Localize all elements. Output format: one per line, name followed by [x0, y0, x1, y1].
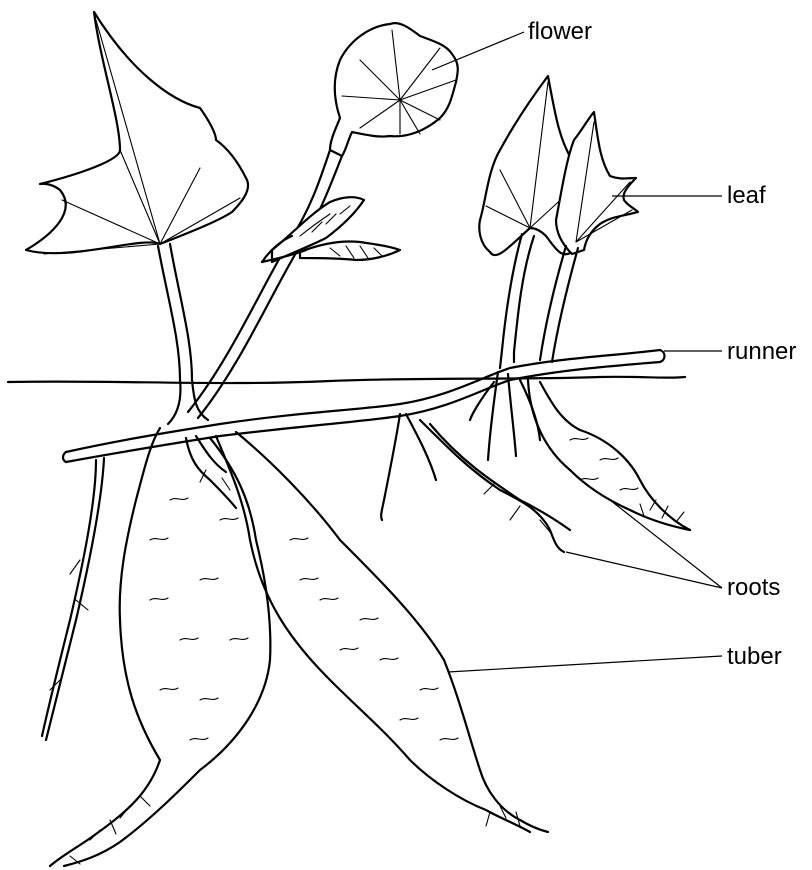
- roots-left: [42, 458, 104, 740]
- runner: [63, 350, 665, 462]
- roots-right: [381, 372, 570, 552]
- roots-center: [186, 436, 236, 508]
- leader-tuber: [448, 656, 722, 672]
- label-flower: flower: [528, 20, 592, 44]
- label-runner: runner: [727, 340, 796, 364]
- tuber-right: [528, 380, 690, 530]
- flower-buds: [262, 197, 400, 262]
- leaf-right: [479, 76, 638, 255]
- ground-line: [8, 377, 685, 383]
- leaf-left: [26, 12, 248, 254]
- flower: [330, 23, 458, 156]
- label-leaf: leaf: [727, 184, 766, 208]
- label-tuber: tuber: [727, 645, 782, 669]
- tuber-left: [50, 428, 270, 866]
- label-roots: roots: [727, 576, 780, 600]
- tuber-middle: [216, 432, 548, 832]
- leaf-left-stalk: [158, 246, 181, 424]
